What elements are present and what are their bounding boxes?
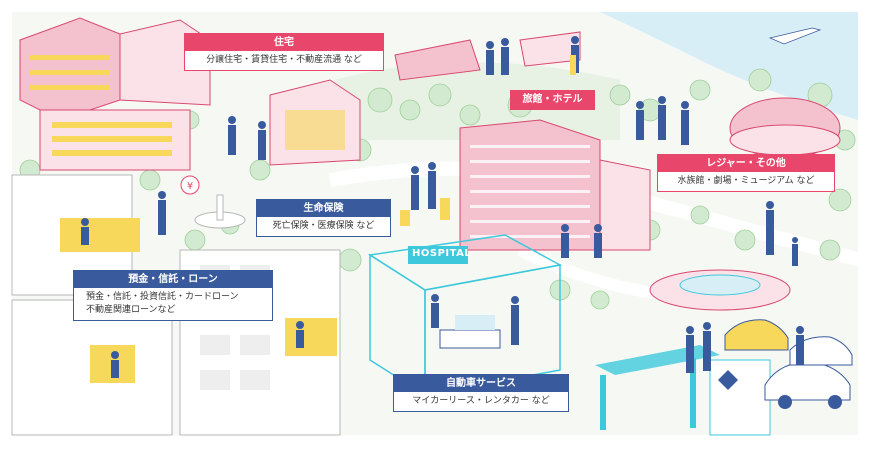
label-hotel: 旅館・ホテル [510, 90, 595, 110]
label-leisure-detail: 水族館・劇場・ミュージアム など [677, 176, 815, 186]
hotel-building [459, 119, 651, 251]
airplane [768, 27, 822, 45]
yen-symbol: ¥ [187, 181, 193, 192]
label-housing-detail: 分譲住宅・賃貸住宅・不動産流通 など [206, 55, 362, 65]
label-leisure: レジャー・その他 水族館・劇場・ミュージアム など [657, 154, 835, 192]
label-hotel-title: 旅館・ホテル [511, 91, 594, 109]
label-auto-detail: マイカーリース・レンタカー など [412, 396, 550, 406]
fountain [194, 194, 246, 229]
label-auto-title: 自動車サービス [394, 375, 568, 392]
hospital-sign: HOSPITAL [412, 248, 472, 259]
people [81, 36, 804, 378]
label-deposits-detail-line1: 預金・信託・投資信託・カードローン [86, 292, 239, 302]
yen-bubble: ¥ [180, 175, 200, 195]
label-deposits-title: 預金・信託・ローン [74, 271, 272, 288]
label-life-insurance-detail: 死亡保険・医療保険 など [272, 221, 375, 231]
hospital-bed [439, 315, 501, 349]
trees [19, 68, 856, 310]
label-deposits-detail-line2: 不動産関連ローンなど [86, 305, 176, 315]
label-life-insurance: 生命保険 死亡保険・医療保険 など [256, 199, 391, 237]
label-deposits-detail: 預金・信託・投資信託・カードローン 不動産関連ローンなど [74, 288, 272, 320]
label-life-insurance-title: 生命保険 [257, 200, 390, 217]
theater-stage [649, 269, 791, 311]
label-leisure-title: レジャー・その他 [658, 155, 834, 172]
cars [724, 319, 853, 409]
aquarium-dome [729, 97, 841, 159]
label-housing: 住宅 分譲住宅・賃貸住宅・不動産流通 など [184, 33, 384, 71]
label-auto: 自動車サービス マイカーリース・レンタカー など [393, 374, 569, 412]
apartment-buildings [19, 17, 581, 171]
label-deposits: 預金・信託・ローン 預金・信託・投資信託・カードローン 不動産関連ローンなど [73, 270, 273, 321]
label-housing-title: 住宅 [185, 34, 383, 51]
